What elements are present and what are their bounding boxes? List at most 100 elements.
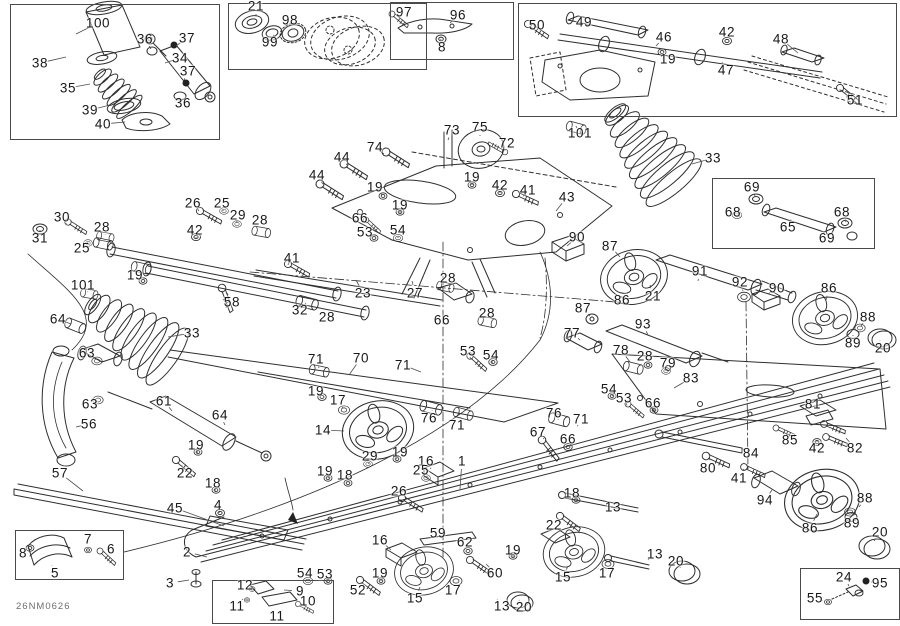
part-label-90: 90: [768, 280, 786, 296]
part-label-4: 4: [213, 497, 223, 513]
part-label-16: 16: [371, 532, 389, 548]
part-label-66: 66: [644, 395, 662, 411]
part-label-16: 16: [417, 453, 435, 469]
part-label-83: 83: [682, 370, 700, 386]
part-label-99: 99: [261, 34, 279, 50]
part-label-24: 24: [835, 569, 853, 585]
part-label-17: 17: [444, 582, 462, 598]
part-label-63: 63: [78, 345, 96, 361]
part-label-47: 47: [717, 62, 735, 78]
part-label-25: 25: [412, 462, 430, 478]
part-label-36: 36: [136, 31, 154, 47]
part-label-42: 42: [808, 440, 826, 456]
part-label-29: 29: [229, 207, 247, 223]
part-label-51: 51: [846, 92, 864, 108]
part-label-46: 46: [655, 29, 673, 45]
inset-box-hub-bearing: [228, 3, 427, 70]
part-label-79: 79: [659, 355, 677, 371]
wheels-drawing: [304, 16, 867, 602]
part-code: 26NM0626: [16, 601, 71, 612]
part-label-64: 64: [211, 407, 229, 423]
inset-bracket-drawing: [386, 9, 473, 44]
part-label-42: 42: [491, 177, 509, 193]
part-label-88: 88: [856, 490, 874, 506]
inset-brackets-drawing: [243, 580, 316, 614]
part-label-27: 27: [406, 285, 424, 301]
part-label-18: 18: [336, 467, 354, 483]
part-label-25: 25: [73, 240, 91, 256]
part-label-19: 19: [316, 463, 334, 479]
inset-box-shaft: [712, 178, 875, 249]
part-label-41: 41: [519, 182, 537, 198]
part-label-95: 95: [871, 575, 889, 591]
springs-drawing: [84, 103, 702, 386]
part-label-80: 80: [699, 460, 717, 476]
inset-box-bumper: [15, 530, 124, 580]
part-label-57: 57: [51, 465, 69, 481]
part-label-53: 53: [615, 390, 633, 406]
part-label-28: 28: [636, 348, 654, 364]
part-label-23: 23: [354, 285, 372, 301]
part-label-33: 33: [704, 150, 722, 166]
part-label-49: 49: [575, 14, 593, 30]
part-label-37: 37: [178, 30, 196, 46]
part-label-71: 71: [572, 411, 590, 427]
part-label-62: 62: [456, 534, 474, 550]
part-label-96: 96: [449, 7, 467, 23]
part-label-7: 7: [83, 531, 93, 547]
part-label-66: 66: [433, 312, 451, 328]
part-label-66: 66: [559, 431, 577, 447]
part-label-76: 76: [420, 410, 438, 426]
part-label-19: 19: [366, 179, 384, 195]
part-label-81: 81: [804, 396, 822, 412]
part-label-84: 84: [742, 445, 760, 461]
part-label-17: 17: [598, 565, 616, 581]
part-label-28: 28: [251, 212, 269, 228]
part-label-65: 65: [779, 219, 797, 235]
part-label-89: 89: [843, 515, 861, 531]
part-label-18: 18: [563, 485, 581, 501]
axle-drawing: [563, 120, 797, 376]
part-label-60: 60: [486, 565, 504, 581]
part-label-64: 64: [49, 311, 67, 327]
part-label-85: 85: [781, 432, 799, 448]
part-label-22: 22: [176, 465, 194, 481]
part-label-38: 38: [31, 55, 49, 71]
part-label-21: 21: [644, 288, 662, 304]
part-label-32: 32: [291, 302, 309, 318]
part-label-54: 54: [296, 565, 314, 581]
part-label-8: 8: [437, 39, 447, 55]
part-label-45: 45: [166, 500, 184, 516]
part-label-35: 35: [59, 80, 77, 96]
inset-shaft-drawing: [731, 193, 858, 241]
part-label-10: 10: [299, 593, 317, 609]
part-label-77: 77: [563, 325, 581, 341]
part-label-20: 20: [667, 553, 685, 569]
centerlines-drawing: [123, 241, 749, 559]
part-label-75: 75: [471, 119, 489, 135]
inset-rear-shock-drawing: [85, 0, 216, 132]
part-label-25: 25: [213, 195, 231, 211]
part-label-50: 50: [528, 17, 546, 33]
part-label-19: 19: [391, 444, 409, 460]
part-label-100: 100: [85, 15, 111, 31]
part-label-41: 41: [730, 470, 748, 486]
part-label-54: 54: [600, 381, 618, 397]
part-label-42: 42: [718, 24, 736, 40]
part-label-76: 76: [545, 405, 563, 421]
part-label-40: 40: [94, 116, 112, 132]
part-label-26: 26: [390, 483, 408, 499]
part-label-48: 48: [772, 31, 790, 47]
fasteners-drawing: [62, 141, 897, 612]
part-label-19: 19: [659, 51, 677, 67]
part-label-68: 68: [724, 204, 742, 220]
part-label-101: 101: [567, 125, 593, 141]
part-label-98: 98: [281, 12, 299, 28]
part-label-19: 19: [126, 267, 144, 283]
part-label-71: 71: [448, 417, 466, 433]
part-label-19: 19: [391, 197, 409, 213]
rear-arm-drawing: [41, 343, 573, 467]
part-label-86: 86: [801, 520, 819, 536]
